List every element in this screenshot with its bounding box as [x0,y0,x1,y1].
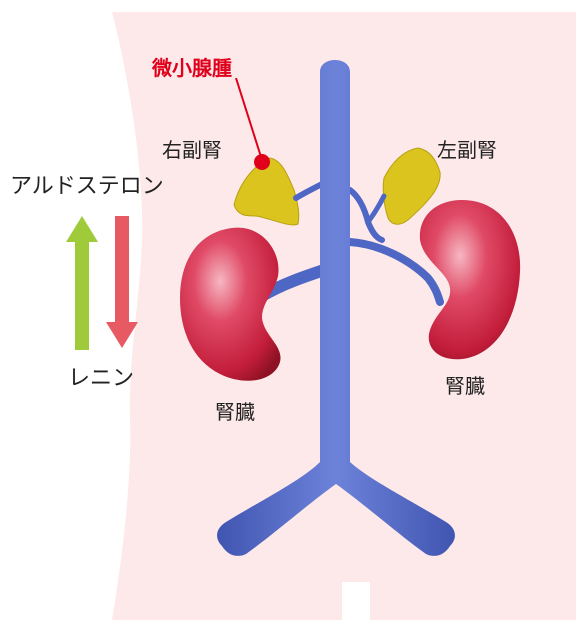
aldosterone-label: アルドステロン [10,176,164,198]
adenoma-label: 微小腺腫 [152,58,232,78]
renin-label: レニン [68,368,134,390]
arrow-up-icon [66,216,98,350]
right-adrenal-label: 右副腎 [162,140,222,160]
left-adrenal-label: 左副腎 [437,140,497,160]
kidney-label-left-side: 腎臓 [215,402,255,422]
arrow-down-icon [106,216,138,348]
adenoma-marker [254,154,270,170]
kidney-label-right-side: 腎臓 [445,376,485,396]
